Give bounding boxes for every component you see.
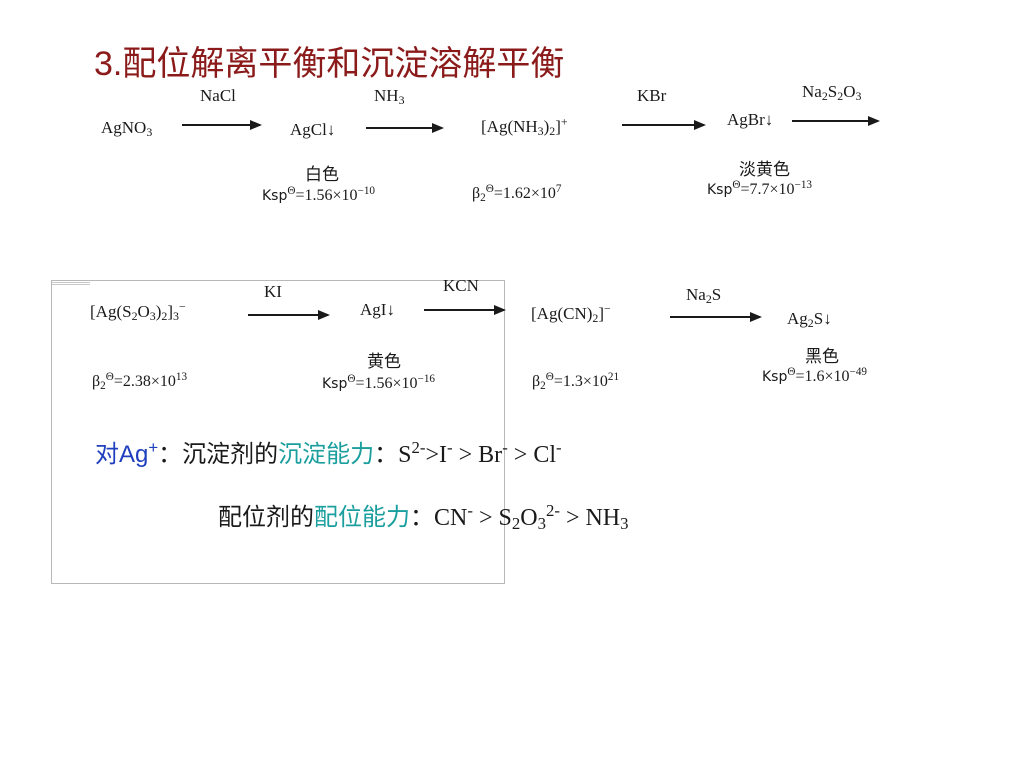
reagent-kcn: KCN xyxy=(443,276,479,295)
arrow-kbr xyxy=(622,120,706,130)
summary-precipitation: 对Ag+：沉淀剂的沉淀能力：S2->I- > Br- > Cl- xyxy=(95,437,562,468)
agi-ksp: KspΘ=1.56×10−16 xyxy=(322,372,436,392)
page-title: 3.配位解离平衡和沉淀溶解平衡 xyxy=(94,45,565,83)
ag2s-color: 黑色 xyxy=(805,347,839,367)
species-agcl: AgCl↓ xyxy=(290,120,336,139)
ag-nh3-beta: β2Θ=1.62×107 xyxy=(472,182,562,204)
species-ag2s: Ag2S↓ xyxy=(787,309,832,330)
arrow-kcn xyxy=(424,305,506,315)
agcl-color: 白色 xyxy=(305,165,339,185)
species-ag-cn: [Ag(CN)2]− xyxy=(531,301,611,325)
reagent-nacl: NaCl xyxy=(200,86,236,105)
agbr-ksp: KspΘ=7.7×10−13 xyxy=(707,178,813,198)
species-agbr: AgBr↓ xyxy=(727,110,774,129)
agbr-color: 淡黄色 xyxy=(739,160,790,180)
reagent-ki: KI xyxy=(264,282,282,301)
arrow-na2s2o3 xyxy=(792,116,880,126)
summary-coordination: 配位剂的配位能力：CN- > S2O32- > NH3 xyxy=(218,500,629,534)
arrow-nacl xyxy=(182,120,262,130)
species-agno3: AgNO3 xyxy=(101,118,153,139)
frame-caption-lines xyxy=(52,282,90,286)
ag-s2o3-beta: β2Θ=2.38×1013 xyxy=(92,370,188,392)
species-ag-s2o3: [Ag(S2O3)2]3− xyxy=(90,299,186,323)
reagent-kbr: KBr xyxy=(637,86,667,105)
reagent-na2s2o3: Na2S2O3 xyxy=(802,82,862,103)
species-agi: AgI↓ xyxy=(360,300,395,319)
arrow-ki xyxy=(248,310,330,320)
arrow-na2s xyxy=(670,312,762,322)
agcl-ksp: KspΘ=1.56×10−10 xyxy=(262,184,376,204)
reagent-nh3: NH3 xyxy=(374,86,405,107)
ag2s-ksp: KspΘ=1.6×10−49 xyxy=(762,365,868,385)
arrow-nh3 xyxy=(366,123,444,133)
species-ag-nh3: [Ag(NH3)2]+ xyxy=(481,114,568,138)
reagent-na2s: Na2S xyxy=(686,285,722,306)
agi-color: 黄色 xyxy=(367,352,401,372)
ag-cn-beta: β2Θ=1.3×1021 xyxy=(532,370,620,392)
embedded-frame xyxy=(51,280,505,584)
